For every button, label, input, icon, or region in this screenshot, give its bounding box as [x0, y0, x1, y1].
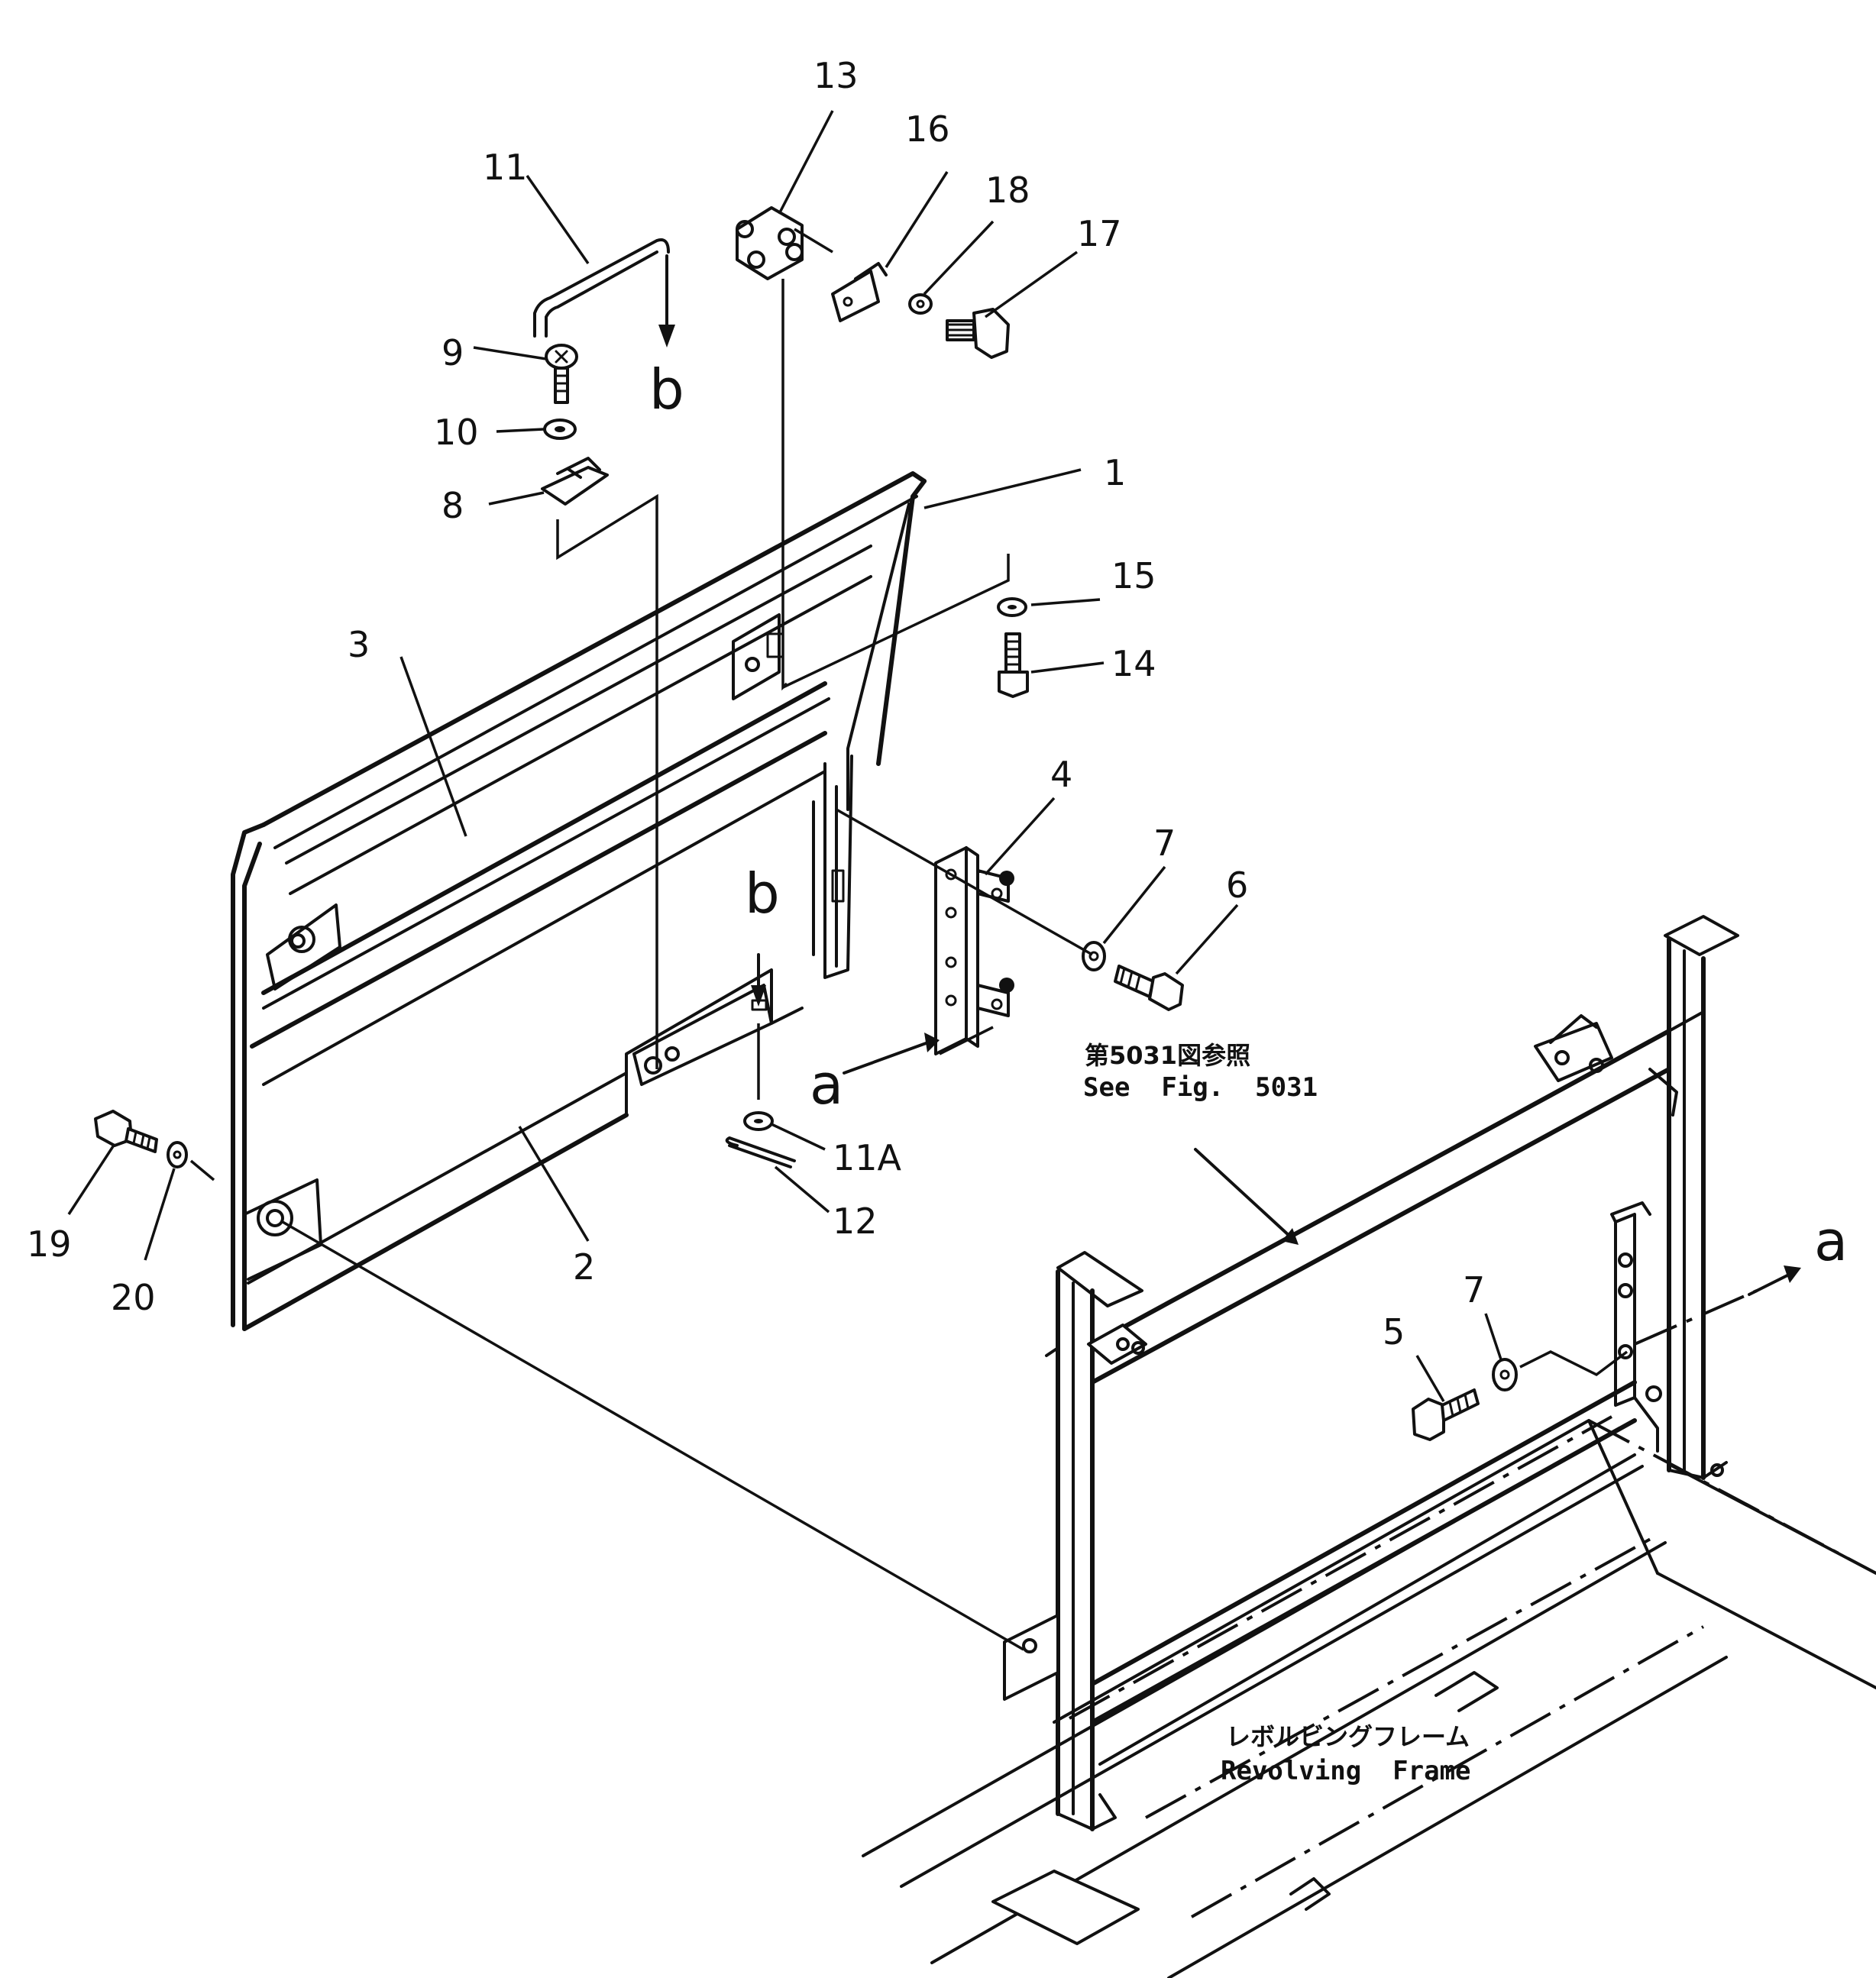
bolt-part-14 [998, 632, 1029, 698]
washer-part-18 [908, 293, 933, 315]
screw-part-9 [545, 344, 578, 404]
reference-note-jp: 第5031図参照 [1085, 1041, 1250, 1070]
bolt-part-19 [94, 1110, 158, 1153]
callout-17: 17 [1077, 213, 1122, 254]
callout-11a: 11A [833, 1137, 902, 1178]
washer-part-7-upper [1082, 941, 1106, 971]
catch-part-16 [831, 262, 888, 322]
view-marker-a-left: a [810, 1052, 843, 1117]
callout-15: 15 [1111, 555, 1156, 596]
bracket-part-13 [736, 206, 804, 280]
bolt-part-5 [1412, 1388, 1480, 1441]
callout-10: 10 [434, 412, 479, 453]
assembly-lines [67, 110, 1758, 1651]
callout-20: 20 [111, 1277, 156, 1318]
callout-5: 5 [1383, 1311, 1405, 1353]
callout-4: 4 [1050, 754, 1072, 795]
frame-label-jp: レボルビングフレーム [1226, 1722, 1470, 1751]
callout-9: 9 [442, 332, 464, 373]
washer-part-7-lower [1492, 1358, 1518, 1391]
callout-2: 2 [573, 1246, 595, 1288]
callout-12: 12 [833, 1201, 878, 1242]
callout-8: 8 [442, 485, 464, 526]
view-arrows [658, 254, 1801, 1296]
clip-part-8 [541, 466, 609, 506]
callout-18: 18 [985, 170, 1030, 211]
bolt-part-6 [1114, 965, 1184, 1011]
callout-16: 16 [905, 108, 950, 150]
view-marker-b-mid: b [745, 861, 780, 926]
callout-7-lower: 7 [1463, 1269, 1485, 1311]
frame-label-en: Revolving Frame [1221, 1756, 1471, 1786]
washer-part-20 [167, 1141, 188, 1168]
callout-13: 13 [813, 55, 859, 96]
callout-19: 19 [27, 1223, 72, 1265]
handle-part-11 [533, 238, 670, 338]
reference-note-en: See Fig. 5031 [1083, 1072, 1318, 1103]
callout-11: 11 [483, 147, 528, 188]
callout-14: 14 [1111, 643, 1156, 684]
bolt-part-17 [946, 308, 1010, 359]
revolving-frame [862, 1415, 1876, 1978]
callout-3: 3 [348, 624, 370, 665]
pin-part-12 [725, 1136, 796, 1168]
view-marker-b-top: b [649, 357, 684, 422]
hinge-part-4 [934, 846, 1014, 1055]
callout-1: 1 [1104, 452, 1126, 493]
callout-7-upper: 7 [1153, 823, 1176, 864]
callout-6: 6 [1226, 865, 1248, 906]
view-marker-a-right: a [1814, 1209, 1848, 1273]
panel-assembly [231, 471, 927, 1331]
